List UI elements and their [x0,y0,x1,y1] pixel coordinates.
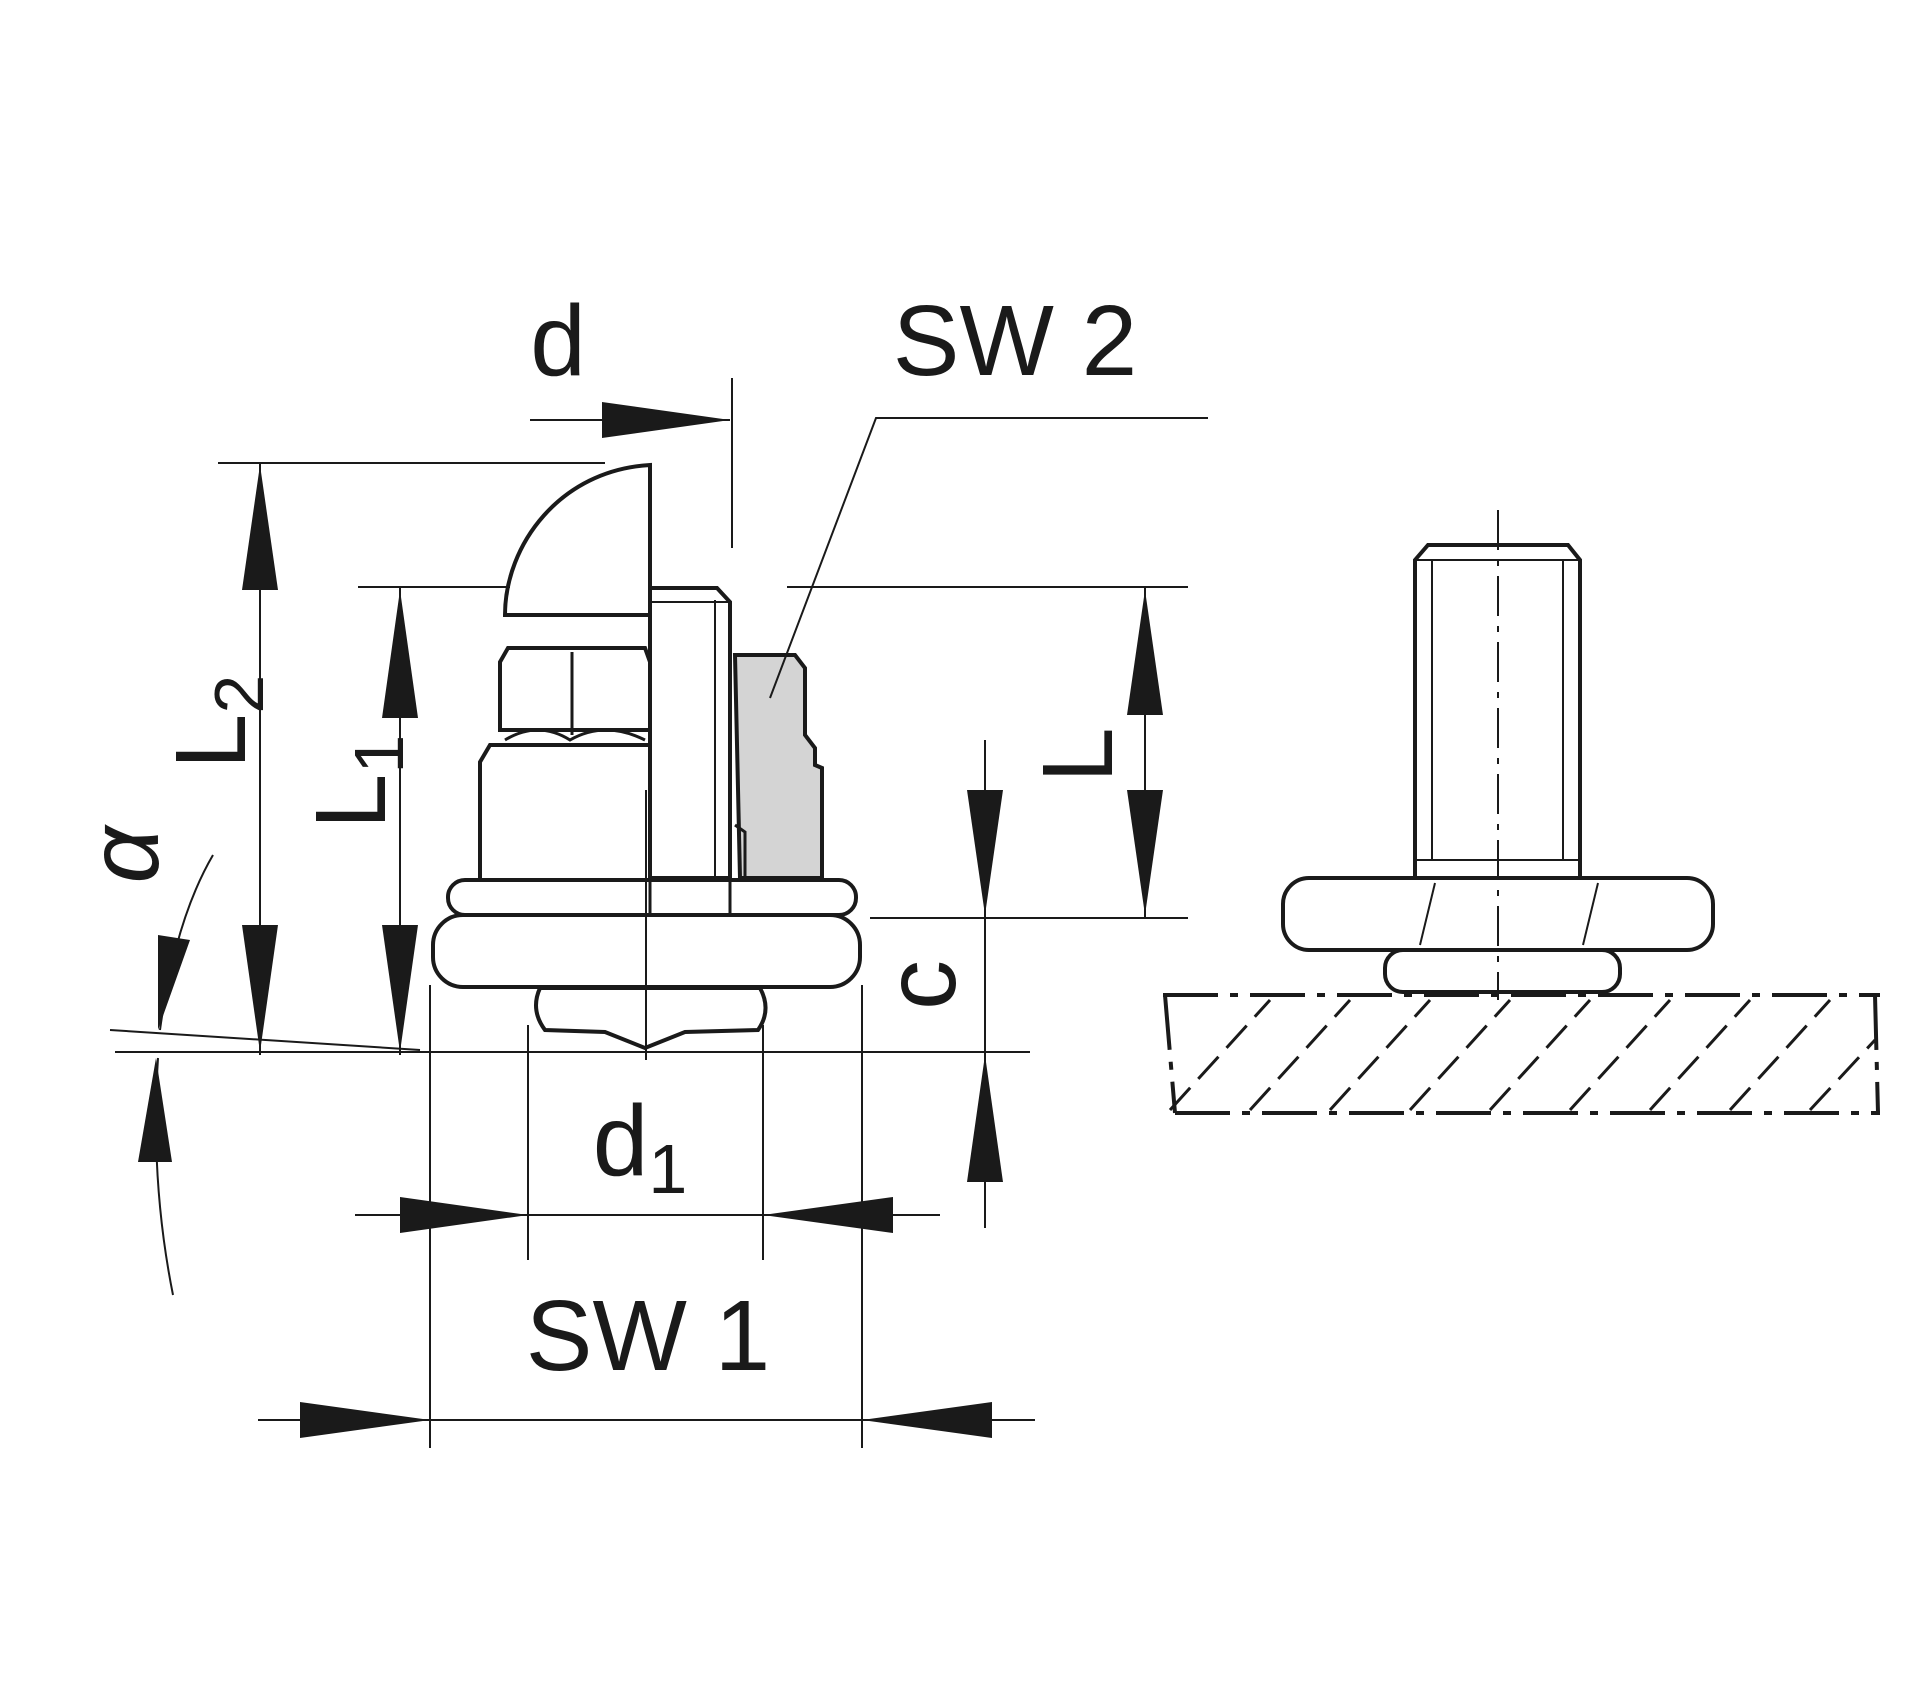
svg-text:L2: L2 [155,675,278,770]
label-alpha: α [68,824,180,884]
label-sw1: SW 1 [526,1280,770,1392]
floor-hatch [1488,998,1592,1112]
sw1-arrow-left [300,1402,430,1438]
floor-hatch [1248,998,1352,1112]
main-body [478,743,652,887]
svg-text:L: L [1022,727,1134,783]
l2-arrow-bottom [242,925,278,1052]
alpha-inclined-line [109,1029,421,1051]
label-l2: L2 [155,675,278,770]
l2-arrow-top [242,465,278,590]
levelling-foot-view: d SW 2 L2 L1 L α c d1 SW 1 [68,285,1208,1448]
l-arrow-top [1127,590,1163,715]
shaft [648,586,732,880]
sw2-leader [769,417,1208,699]
floor-hatch [1408,998,1512,1112]
hex-body-grey [732,653,824,880]
floor-left-edge [1163,994,1177,1114]
alpha-arrow-bottom [138,1058,172,1162]
floor-hatch [1568,998,1672,1112]
mounted-view [1163,510,1880,1115]
svg-text:α: α [68,824,180,884]
label-l: L [1022,727,1134,783]
floor-hatch [1168,998,1272,1112]
sw1-arrow-right [862,1402,992,1438]
round-cap [502,462,652,617]
d1-arrow-right [763,1197,893,1233]
label-c: c [865,960,977,1010]
floor-hatch [1808,1038,1877,1112]
l1-arrow-bottom [382,925,418,1052]
c-arrow-bottom [967,1055,1003,1182]
disc-slant-1 [1419,882,1436,946]
label-l1: L1 [295,735,418,830]
mounted-foot [1383,948,1622,994]
l-arrow-bottom [1127,790,1163,915]
label-l2-main: L [155,714,267,770]
floor-hatch [1728,998,1832,1112]
c-arrow-top [967,790,1003,915]
upper-washer [446,878,858,917]
svg-text:L1: L1 [295,735,418,830]
floor-hatch [1648,998,1752,1112]
alpha-arrow-top [158,935,190,1030]
label-d1: d1 [593,1085,688,1208]
label-l2-sub: 2 [200,675,278,714]
floor-right-edge [1873,994,1880,1114]
swivel-ball [534,986,768,1051]
label-d1-sub: 1 [648,1130,687,1208]
label-l1-main: L [295,774,407,830]
floor-surface [1163,993,1880,1115]
l1-arrow-top [382,590,418,718]
small-hex-nut [498,646,652,732]
label-l1-sub: 1 [340,735,418,774]
grey-body-slot [734,823,747,878]
d-arrow [602,402,730,438]
svg-text:c: c [865,960,977,1010]
label-sw2: SW 2 [893,285,1137,397]
hex-nut-arc [504,728,646,742]
label-d1-main: d [593,1085,649,1197]
floor-hatch [1328,998,1432,1112]
disc-slant-2 [1582,882,1599,946]
d1-arrow-left [400,1197,528,1233]
label-d: d [530,285,586,397]
